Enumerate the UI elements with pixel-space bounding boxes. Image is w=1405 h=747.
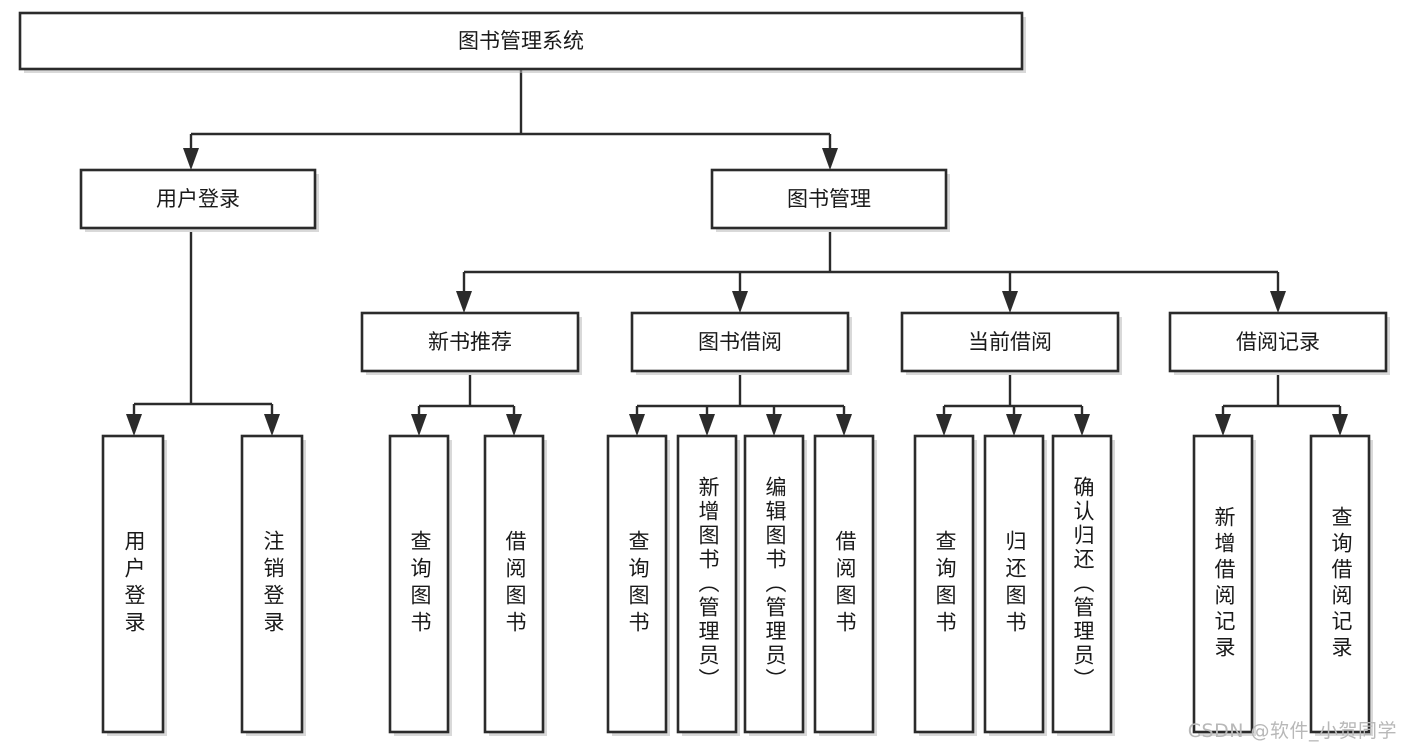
leaf-borrow-book-2-box[interactable] [813,434,875,734]
node-leaf-user-login[interactable]: 用户登录 [101,434,167,736]
leaf-return-book-box[interactable] [983,434,1045,734]
arrowhead-leaf-add-book [699,414,715,436]
arrowhead-leaf-borrow-book-1 [506,414,522,436]
current-borrow-box[interactable] [900,311,1120,373]
node-leaf-confirm-return[interactable]: 确认归还（管理员） [1051,434,1115,736]
arrowhead-leaf-query-book-1 [411,414,427,436]
arrowhead-leaf-query-book-2 [629,414,645,436]
leaf-borrow-book-2-label: 借阅图书 [833,530,857,638]
arrowhead-leaf-query-book-3 [936,414,952,436]
node-leaf-add-record[interactable]: 新增借阅记录 [1192,434,1256,736]
leaf-confirm-return-label: 确认归还（管理员） [1071,476,1095,692]
node-leaf-query-book-3[interactable]: 查询图书 [913,434,977,736]
arrowhead-leaf-return-book [1006,414,1022,436]
arrowhead-user-login [183,148,199,170]
arrowhead-leaf-query-record [1332,414,1348,436]
leaf-query-book-1-box[interactable] [388,434,450,734]
node-root[interactable]: 图书管理系统 [18,11,1026,73]
book-manage-label: 图书管理 [787,187,871,211]
node-book-borrow[interactable]: 图书借阅 [630,311,852,375]
new-book-rec-box[interactable] [360,311,580,373]
node-leaf-return-book[interactable]: 归还图书 [983,434,1047,736]
leaf-logout-box[interactable] [240,434,304,734]
node-leaf-query-book-2[interactable]: 查询图书 [606,434,670,736]
user-login-box[interactable] [79,168,317,230]
node-current-borrow[interactable]: 当前借阅 [900,311,1122,375]
leaf-logout-label: 注销登录 [261,530,285,638]
arrowhead-leaf-borrow-book-2 [836,414,852,436]
node-leaf-borrow-book-2[interactable]: 借阅图书 [813,434,877,736]
leaf-return-book-label: 归还图书 [1003,530,1027,638]
user-login-label: 用户登录 [156,187,240,211]
edge-group [126,69,1348,436]
leaf-edit-book-box[interactable] [743,434,805,734]
leaf-user-login-box[interactable] [101,434,165,734]
arrowhead-current-borrow [1002,291,1018,313]
borrow-record-label: 借阅记录 [1236,330,1320,354]
leaf-confirm-return-box[interactable] [1051,434,1113,734]
borrow-record-box[interactable] [1168,311,1388,373]
arrowhead-leaf-logout [264,414,280,436]
arrowhead-borrow-record [1270,291,1286,313]
node-user-login[interactable]: 用户登录 [79,168,319,232]
book-borrow-box[interactable] [630,311,850,373]
leaf-query-book-1-label: 查询图书 [408,530,432,638]
arrowhead-leaf-user-login [126,414,142,436]
leaf-borrow-book-1-box[interactable] [483,434,545,734]
book-borrow-label: 图书借阅 [698,330,782,354]
arrowhead-new-book-rec [456,291,472,313]
leaf-edit-book-label: 编辑图书（管理员） [763,476,787,692]
arrowhead-book-borrow [732,291,748,313]
node-book-manage[interactable]: 图书管理 [710,168,950,232]
node-leaf-logout[interactable]: 注销登录 [240,434,306,736]
leaf-query-book-3-box[interactable] [913,434,975,734]
new-book-rec-label: 新书推荐 [428,330,512,354]
arrowhead-leaf-add-record [1215,414,1231,436]
node-leaf-query-book-1[interactable]: 查询图书 [388,434,452,736]
leaf-query-book-2-label: 查询图书 [626,530,650,638]
leaf-query-record-label: 查询借阅记录 [1329,506,1353,662]
node-borrow-record[interactable]: 借阅记录 [1168,311,1390,375]
root-box[interactable] [18,11,1024,71]
csdn-watermark: CSDN @软件_小贺同学 [1187,720,1397,742]
node-new-book-rec[interactable]: 新书推荐 [360,311,582,375]
arrowhead-leaf-confirm-return [1074,414,1090,436]
node-leaf-query-record[interactable]: 查询借阅记录 [1309,434,1373,736]
root-label: 图书管理系统 [458,29,584,53]
leaf-add-book-box[interactable] [676,434,738,734]
leaf-add-book-label: 新增图书（管理员） [696,476,720,692]
node-leaf-borrow-book-1[interactable]: 借阅图书 [483,434,547,736]
leaf-user-login-label: 用户登录 [122,530,146,638]
leaf-query-book-3-label: 查询图书 [933,530,957,638]
leaf-add-record-box[interactable] [1192,434,1254,734]
book-manage-box[interactable] [710,168,948,230]
node-leaf-add-book[interactable]: 新增图书（管理员） [676,434,740,736]
leaf-add-record-label: 新增借阅记录 [1212,506,1236,662]
node-leaf-edit-book[interactable]: 编辑图书（管理员） [743,434,807,736]
arrowhead-leaf-edit-book [766,414,782,436]
current-borrow-label: 当前借阅 [968,330,1052,354]
leaf-borrow-book-1-label: 借阅图书 [503,530,527,638]
arrowhead-book-manage [822,148,838,170]
leaf-query-record-box[interactable] [1309,434,1371,734]
leaf-query-book-2-box[interactable] [606,434,668,734]
